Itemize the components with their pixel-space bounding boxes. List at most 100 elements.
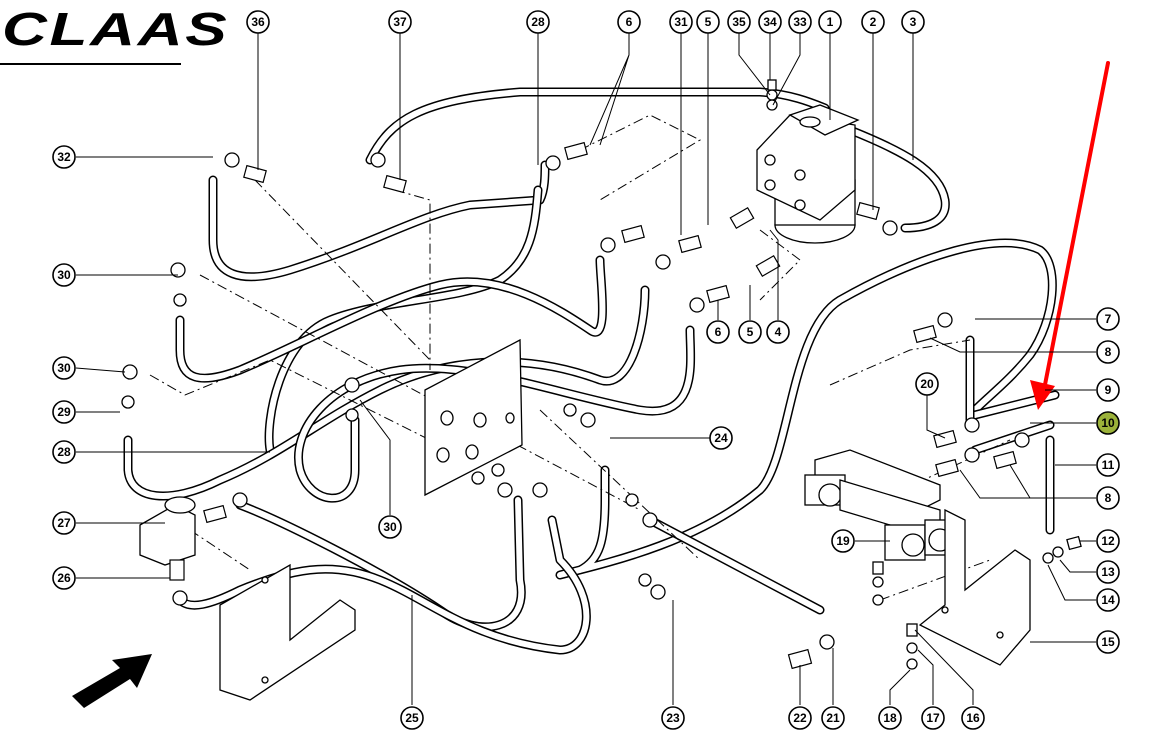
direction-arrow-icon — [72, 654, 152, 708]
callout-13[interactable]: 13 — [1096, 560, 1120, 584]
callout-label: 28 — [57, 445, 71, 459]
callout-label: 11 — [1102, 458, 1115, 472]
callout-label: 18 — [883, 711, 897, 725]
callout-label: 2 — [870, 15, 877, 29]
brackets — [139, 496, 1031, 701]
callout-15[interactable]: 15 — [1096, 630, 1120, 654]
callout-6-top[interactable]: 6 — [617, 10, 641, 34]
callout-label: 34 — [763, 15, 777, 29]
callout-6-mid[interactable]: 6 — [706, 320, 730, 344]
callout-label: 30 — [57, 361, 71, 375]
logo-underline — [0, 63, 181, 65]
callout-31[interactable]: 32 — [52, 145, 76, 169]
callout-label: 28 — [531, 15, 545, 29]
callout-label: 15 — [1101, 635, 1115, 649]
red-arrowhead-icon — [1030, 380, 1055, 410]
callout-2[interactable]: 2 — [861, 10, 885, 34]
callout-8-lower[interactable]: 8 — [1096, 486, 1120, 510]
callout-30-b[interactable]: 30 — [52, 356, 76, 380]
callout-label: 9 — [1105, 383, 1112, 397]
callout-1[interactable]: 1 — [818, 10, 842, 34]
callout-label: 29 — [57, 405, 71, 419]
fittings — [121, 79, 1082, 670]
callout-label: 4 — [775, 325, 782, 339]
hose-lines — [123, 87, 1060, 655]
callout-5-top[interactable]: 5 — [696, 10, 720, 34]
callouts: 36 37 28 6 31 5 35 34 33 1 2 3 32 30 30 … — [52, 10, 1120, 730]
callout-29[interactable]: 29 — [52, 400, 76, 424]
callout-label: 31 — [674, 15, 688, 29]
callout-37[interactable]: 33 — [788, 10, 812, 34]
callout-18[interactable]: 18 — [878, 706, 902, 730]
callout-label: 5 — [747, 325, 754, 339]
callout-label: 8 — [1105, 491, 1112, 505]
callout-label: 5 — [705, 15, 712, 29]
red-pointer-arrow — [1040, 61, 1110, 402]
callout-label: 10 — [1101, 416, 1115, 430]
callout-label: 6 — [715, 325, 722, 339]
callout-36[interactable]: 35 — [727, 10, 751, 34]
callout-30-c[interactable]: 30 — [378, 515, 402, 539]
callout-label: 32 — [57, 150, 71, 164]
callout-7[interactable]: 7 — [1096, 307, 1120, 331]
callout-12[interactable]: 12 — [1096, 529, 1120, 553]
callout-label: 33 — [793, 15, 807, 29]
callout-label: 7 — [1105, 312, 1112, 326]
callout-16[interactable]: 16 — [961, 706, 985, 730]
callout-24[interactable]: 24 — [709, 426, 733, 450]
callout-22[interactable]: 22 — [788, 706, 812, 730]
callout-32[interactable]: 36 — [246, 10, 270, 34]
callout-10-highlighted[interactable]: 10 — [1096, 411, 1120, 435]
callout-9[interactable]: 9 — [1096, 378, 1120, 402]
callout-14[interactable]: 14 — [1096, 588, 1120, 612]
callout-label: 25 — [405, 711, 419, 725]
callout-label: 17 — [926, 711, 940, 725]
callout-label: 1 — [827, 15, 834, 29]
callout-label: 13 — [1101, 565, 1115, 579]
callout-28-top[interactable]: 28 — [526, 10, 550, 34]
leader-lines — [75, 33, 1096, 705]
callout-label: 24 — [714, 431, 728, 445]
callout-28-left[interactable]: 28 — [52, 440, 76, 464]
callout-4[interactable]: 4 — [766, 320, 790, 344]
callout-label: 8 — [1105, 345, 1112, 359]
steering-unit — [756, 104, 860, 244]
callout-label: 27 — [57, 516, 71, 530]
callout-label: 23 — [666, 711, 680, 725]
callout-label: 14 — [1101, 593, 1115, 607]
callout-label: 26 — [57, 571, 71, 585]
callout-11[interactable]: 11 — [1096, 453, 1120, 477]
valve-block — [804, 449, 956, 561]
callout-20[interactable]: 20 — [915, 372, 939, 396]
callout-21[interactable]: 21 — [821, 706, 845, 730]
callout-label: 30 — [383, 520, 397, 534]
callout-27[interactable]: 27 — [52, 511, 76, 535]
callout-23[interactable]: 23 — [661, 706, 685, 730]
mounting-plate — [424, 338, 523, 497]
callout-3[interactable]: 3 — [901, 10, 925, 34]
callout-8-upper[interactable]: 8 — [1096, 340, 1120, 364]
callout-label: 3 — [910, 15, 917, 29]
callout-25[interactable]: 25 — [400, 706, 424, 730]
callout-label: 37 — [393, 15, 407, 29]
callout-33[interactable]: 37 — [388, 10, 412, 34]
callout-label: 12 — [1101, 534, 1115, 548]
callout-30-a[interactable]: 30 — [52, 263, 76, 287]
callout-5-mid[interactable]: 5 — [738, 320, 762, 344]
claas-logo: CLAAS — [2, 3, 230, 55]
callout-19[interactable]: 19 — [831, 529, 855, 553]
callout-label: 19 — [836, 534, 850, 548]
callout-26[interactable]: 26 — [52, 566, 76, 590]
assembly-lines — [149, 114, 1011, 601]
callout-label: 35 — [732, 15, 746, 29]
callout-35[interactable]: 34 — [758, 10, 782, 34]
callout-label: 36 — [251, 15, 265, 29]
callout-label: 30 — [57, 268, 71, 282]
callout-label: 21 — [826, 711, 840, 725]
callout-34[interactable]: 31 — [669, 10, 693, 34]
callout-label: 20 — [920, 377, 934, 391]
callout-label: 22 — [793, 711, 807, 725]
callout-17[interactable]: 17 — [921, 706, 945, 730]
callout-label: 16 — [966, 711, 980, 725]
